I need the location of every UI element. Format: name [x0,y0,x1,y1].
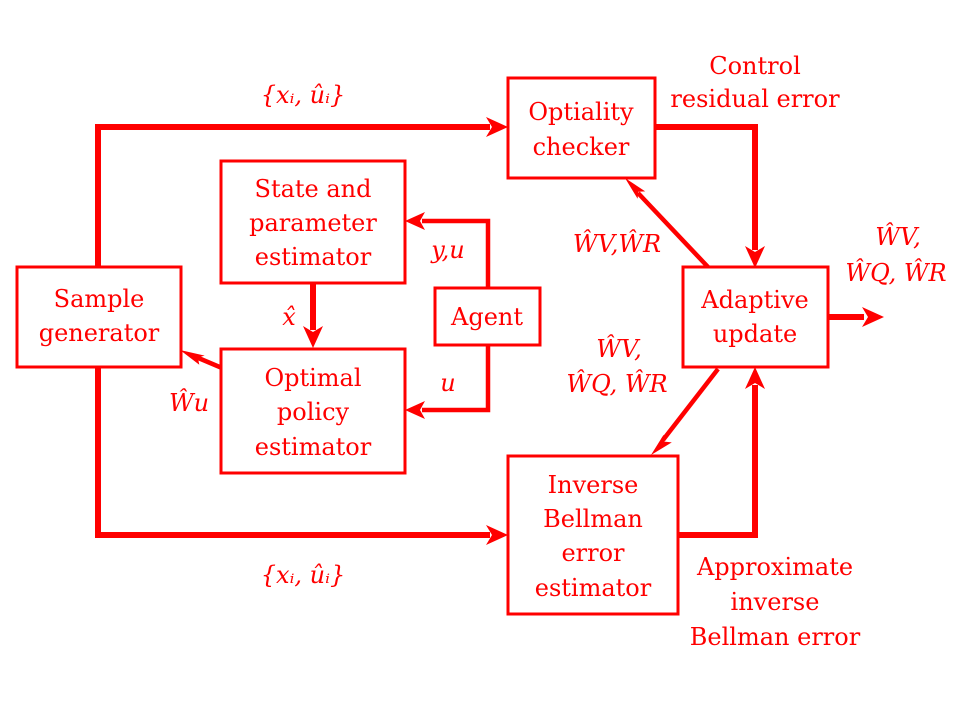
wire-bellman-to-update [678,385,758,538]
arrowhead-policy-to-generator [180,350,205,365]
samples-label-bottom: {xᵢ, ûᵢ} [261,561,345,589]
y-u-label: y,u [430,236,464,264]
wire-samples-to-bellman [95,367,490,538]
state-estimator-label-1: State and [255,175,372,203]
arrowhead-checker-to-update [745,246,765,268]
arrowhead-update-to-bellman [651,434,672,455]
weights-out-label-2: ŴQ, ŴR [845,258,946,287]
wire-update-to-checker [636,191,710,269]
agent-block: Agent [433,286,542,347]
state-estimator-label-3: estimator [255,243,372,271]
bellman-label-1: Inverse [548,471,639,499]
arrowhead-update-to-checker [625,178,646,199]
optimal-policy-estimator-block: Optimal policy estimator [219,347,407,475]
inverse-bellman-estimator-block: Inverse Bellman error estimator [506,454,680,616]
adaptive-update-label-1: Adaptive [700,286,808,314]
agent-label: Agent [450,303,523,331]
arrowhead-agent-to-policy [405,401,425,419]
policy-estimator-label-2: policy [277,398,350,426]
weights-mid-label-1: ŴV, [596,334,641,363]
checker-label-1: Optiality [528,98,634,126]
arrowhead-agent-to-state [405,212,425,230]
control-residual-label-2: residual error [670,85,840,113]
arrowhead-bellman-to-update [745,367,765,389]
x-hat-label: x̂ [282,303,296,331]
wire-agent-to-state [422,218,491,288]
bellman-label-2: Bellman [543,505,643,533]
bellman-label-4: estimator [535,574,652,602]
approx-bellman-label-3: Bellman error [690,623,861,651]
bellman-label-3: error [561,539,625,567]
wire-agent-to-policy [422,345,491,413]
samples-label-top: {xᵢ, ûᵢ} [261,81,345,109]
arrowhead-state-to-policy [303,326,323,348]
w-u-label: Ŵu [169,388,209,417]
sample-generator-block: Sample generator [15,265,183,369]
wire-policy-to-generator [195,354,223,371]
wv-wr-label: ŴV,ŴR [573,229,661,258]
adaptive-update-label-2: update [713,320,797,348]
optimality-checker-block: Optiality checker [506,76,657,180]
adaptive-update-block: Adaptive update [681,265,830,369]
weights-mid-label-2: ŴQ, ŴR [566,369,667,398]
policy-estimator-label-3: estimator [255,433,372,461]
approx-bellman-label-1: Approximate [696,553,853,581]
wire-update-to-bellman [661,367,720,442]
arrowhead-to-bellman [486,525,508,545]
approx-bellman-label-2: inverse [731,588,820,616]
sample-generator-label-2: generator [39,319,160,347]
state-estimator-label-2: parameter [249,209,377,237]
arrowhead-to-checker [486,117,508,137]
sample-generator-label-1: Sample [54,285,145,313]
weights-out-label-1: ŴV, [875,222,920,251]
state-parameter-estimator-block: State and parameter estimator [219,159,407,285]
arrowhead-output [862,307,884,327]
checker-label-2: checker [533,133,630,161]
wire-samples-to-checker [95,124,490,267]
control-residual-label-1: Control [709,52,801,80]
policy-estimator-label-1: Optimal [264,364,361,392]
wire-checker-to-update [655,124,758,250]
u-label: u [440,369,455,397]
